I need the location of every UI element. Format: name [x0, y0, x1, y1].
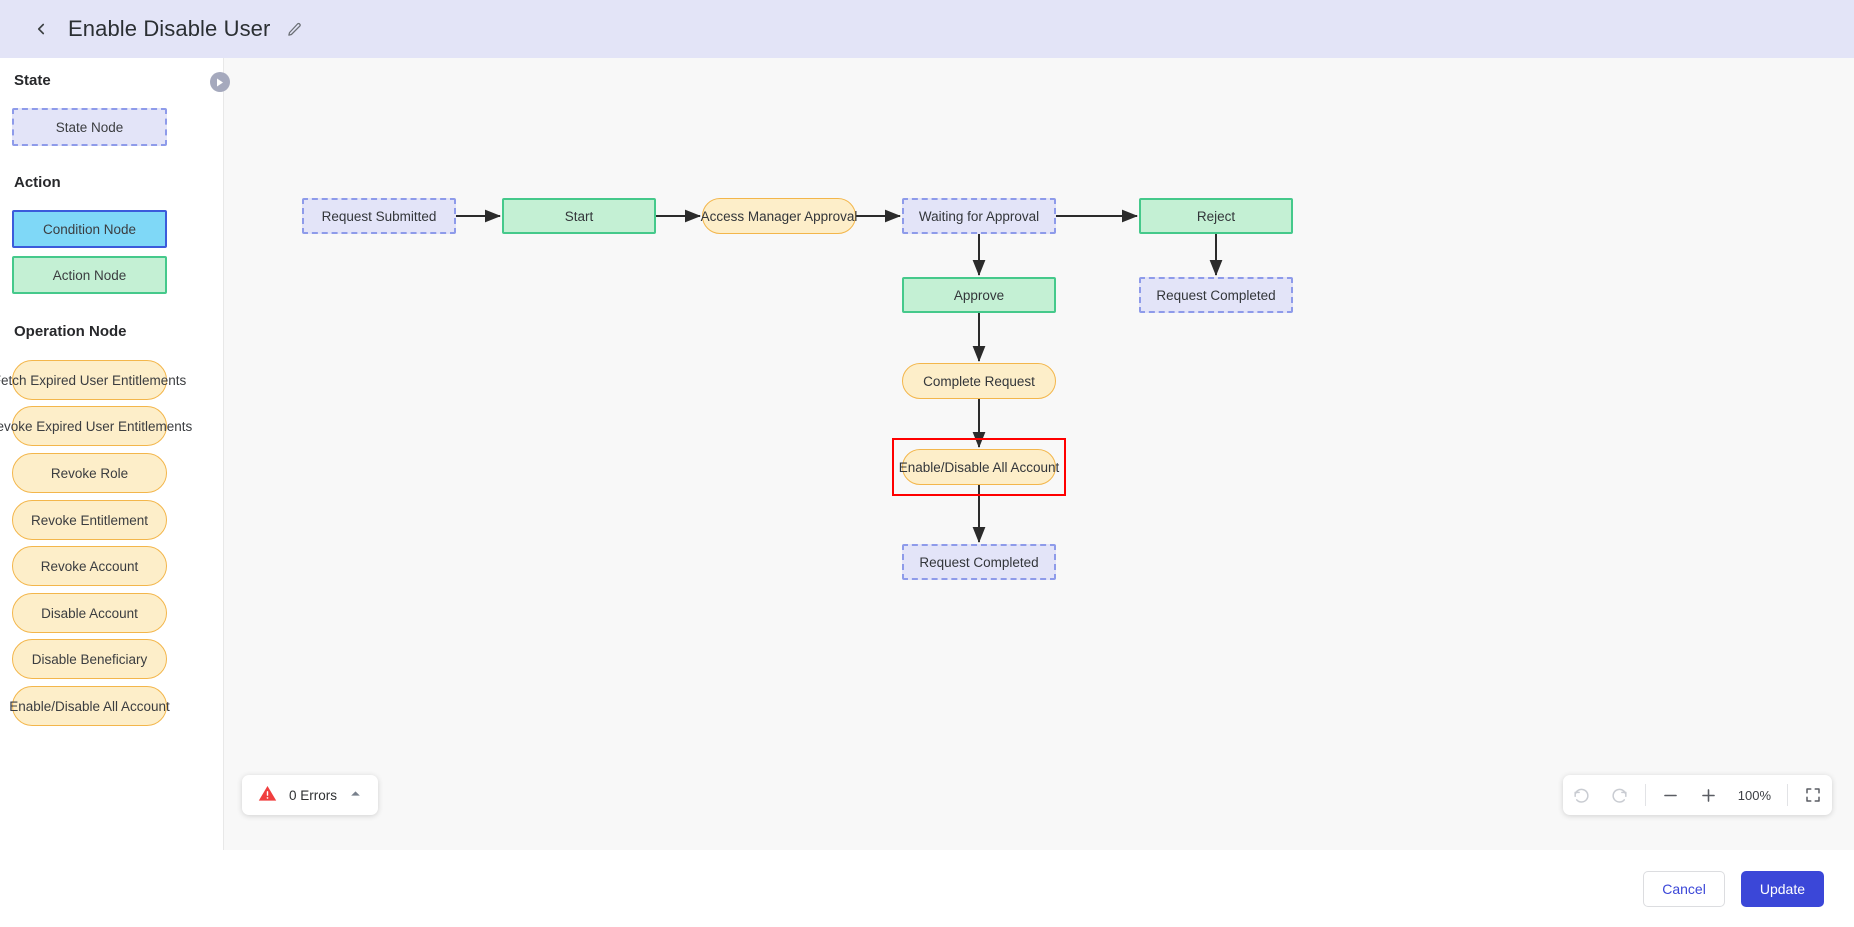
palette-item-label: Revoke Entitlement: [30, 512, 149, 528]
palette-item-label: State Node: [55, 119, 124, 135]
flow-node-label: Request Completed: [919, 554, 1039, 570]
flow-node-complete-request[interactable]: Complete Request: [902, 363, 1056, 399]
flow-node-label: Approve: [953, 287, 1005, 303]
cancel-button[interactable]: Cancel: [1643, 870, 1725, 907]
flow-node-reject[interactable]: Reject: [1139, 198, 1293, 234]
back-button[interactable]: [28, 16, 54, 42]
flow-node-enable-disable-all-account[interactable]: Enable/Disable All Account: [899, 449, 1059, 485]
flow-node-label: Waiting for Approval: [918, 208, 1040, 224]
palette-item-label: Condition Node: [42, 221, 137, 237]
palette-section-title: Operation Node: [14, 323, 127, 340]
flow-node-label: Request Completed: [1156, 287, 1276, 303]
page-header: Enable Disable User: [0, 0, 1854, 58]
palette-item-disable-beneficiary[interactable]: Disable Beneficiary: [12, 639, 167, 679]
palette-item-revoke-role[interactable]: Revoke Role: [12, 453, 167, 493]
palette-item-label: Revoke Account: [40, 558, 139, 574]
zoom-in-button[interactable]: [1690, 775, 1728, 815]
flow-node-start[interactable]: Start: [502, 198, 656, 234]
palette-item-label: Enable/Disable All Account: [9, 698, 170, 714]
flow-node-access-manager-approval[interactable]: Access Manager Approval: [700, 198, 858, 234]
palette-item-fetch-expired-user-entitlements[interactable]: Fetch Expired User Entitlements: [0, 360, 186, 400]
palette-item-label: Disable Beneficiary: [31, 651, 148, 667]
flow-node-approve[interactable]: Approve: [902, 277, 1056, 313]
toolbar-divider-2: [1787, 784, 1788, 806]
errors-count-label: 0 Errors: [289, 787, 338, 803]
palette-item-label: Revoke Expired User Entitlements: [0, 418, 193, 434]
palette-item-label: Disable Account: [41, 605, 138, 621]
palette-item-action-node[interactable]: Action Node: [12, 256, 167, 294]
flow-node-label: Complete Request: [923, 373, 1035, 389]
flow-node-waiting-for-approval[interactable]: Waiting for Approval: [902, 198, 1056, 234]
palette-item-enable-disable-all-account[interactable]: Enable/Disable All Account: [9, 686, 170, 726]
panel-expand-toggle[interactable]: [210, 72, 230, 92]
palette-item-label: Fetch Expired User Entitlements: [0, 372, 187, 388]
flow-node-label: Enable/Disable All Account: [898, 459, 1060, 475]
undo-icon[interactable]: [1563, 775, 1601, 815]
flow-node-label: Reject: [1196, 208, 1236, 224]
flow-node-request-completed-reject[interactable]: Request Completed: [1139, 277, 1293, 313]
palette-item-disable-account[interactable]: Disable Account: [12, 593, 167, 633]
palette-item-revoke-expired-user-entitlements[interactable]: Revoke Expired User Entitlements: [0, 406, 192, 446]
palette-item-condition-node[interactable]: Condition Node: [12, 210, 167, 248]
chevron-up-icon[interactable]: [349, 787, 362, 803]
footer-actions: Cancel Update: [0, 850, 1854, 927]
fullscreen-icon[interactable]: [1794, 775, 1832, 815]
update-button[interactable]: Update: [1740, 870, 1824, 907]
zoom-out-button[interactable]: [1652, 775, 1690, 815]
flow-node-label: Access Manager Approval: [700, 208, 858, 224]
palette-section-title: State: [14, 72, 51, 89]
flow-node-label: Request Submitted: [321, 208, 437, 224]
pencil-icon[interactable]: [284, 19, 304, 39]
palette-section-title: Action: [14, 174, 61, 191]
redo-icon[interactable]: [1601, 775, 1639, 815]
zoom-toolbar[interactable]: 100%: [1562, 775, 1832, 815]
errors-chip[interactable]: 0 Errors: [242, 775, 379, 815]
flow-node-label: Start: [564, 208, 594, 224]
flow-canvas[interactable]: Request Submitted Start Access Manager App…: [224, 58, 1854, 850]
flow-node-request-submitted[interactable]: Request Submitted: [302, 198, 456, 234]
flow-node-request-completed-final[interactable]: Request Completed: [902, 544, 1056, 580]
warning-triangle-icon: [258, 784, 277, 806]
page-title: Enable Disable User: [68, 16, 271, 41]
toolbar-divider-1: [1644, 784, 1646, 806]
palette-item-label: Revoke Role: [50, 465, 129, 481]
flow-edges: [456, 209, 1223, 543]
palette-item-label: Action Node: [52, 267, 127, 283]
palette-item-state-node[interactable]: State Node: [12, 108, 167, 146]
zoom-level-label[interactable]: 100%: [1737, 787, 1771, 803]
palette-item-revoke-entitlement[interactable]: Revoke Entitlement: [12, 500, 167, 540]
palette-item-revoke-account[interactable]: Revoke Account: [12, 546, 167, 586]
